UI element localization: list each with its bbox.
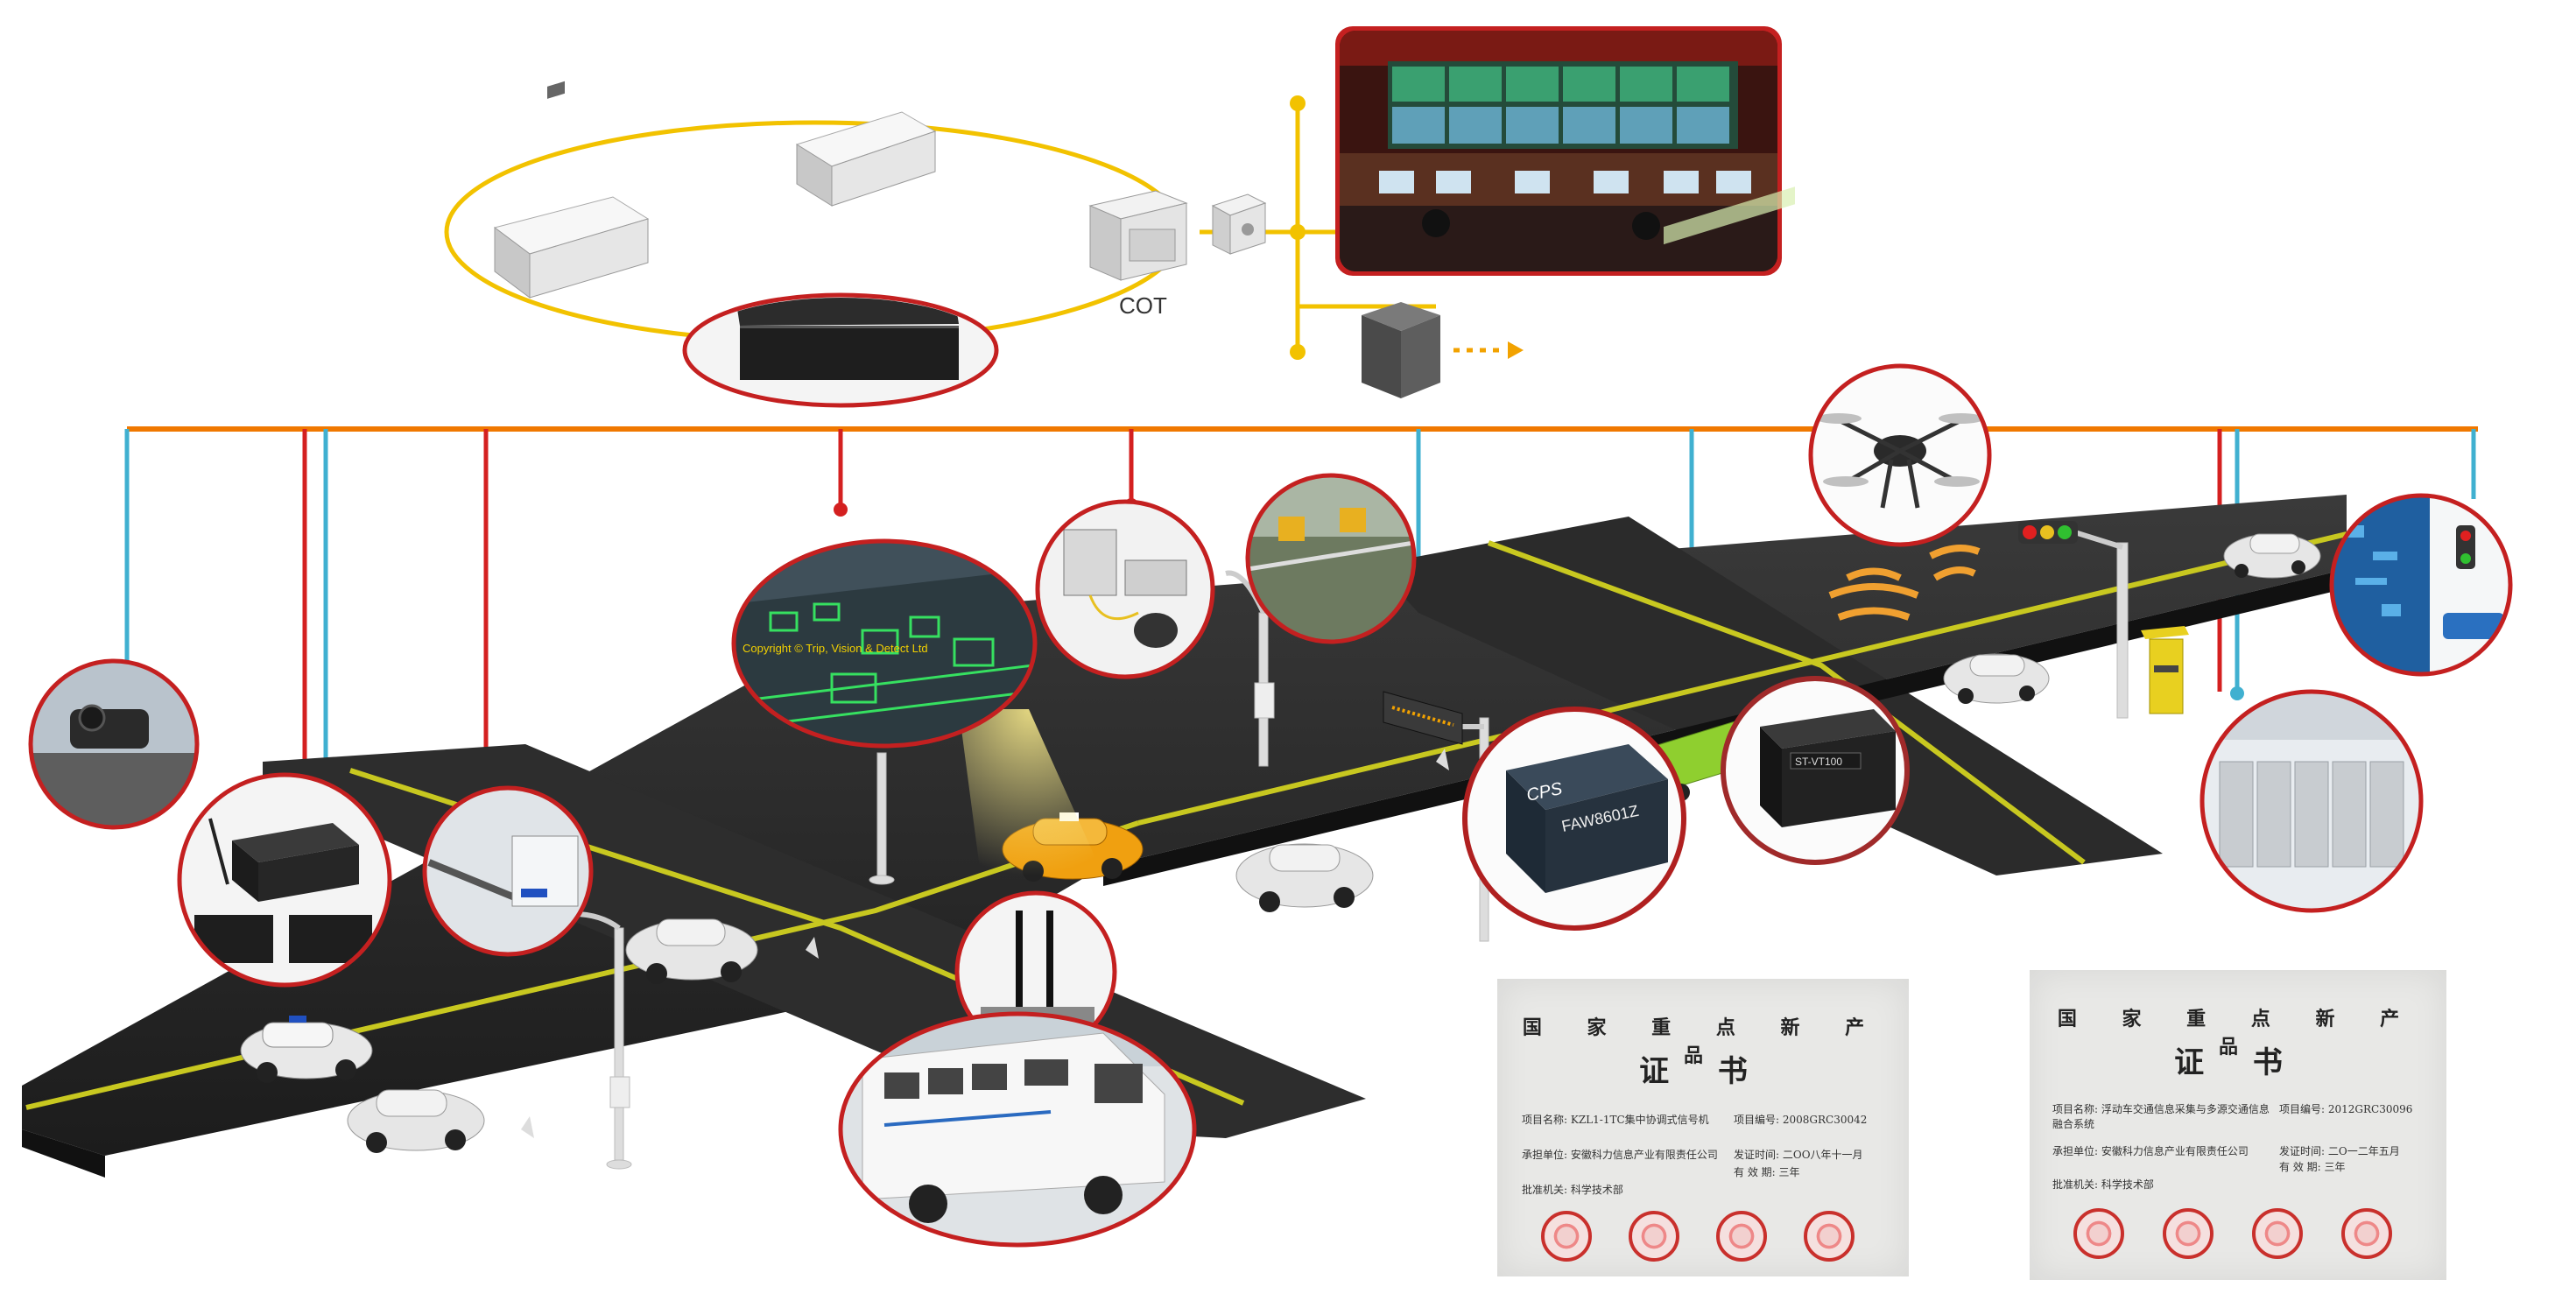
small-server [1211, 193, 1267, 255]
storage-cube [1362, 302, 1440, 398]
white-car [1235, 843, 1374, 912]
switch-left [493, 81, 650, 299]
certificate-2-validity: 有 效 期: 三年 [2279, 1161, 2346, 1173]
st-box-label: ST-VT100 [1795, 756, 1842, 768]
certificate-2-authority: 批准机关: 科学技术部 [2052, 1178, 2154, 1191]
roadside-equipment [560, 521, 2189, 1170]
microwave-beam [1828, 545, 1981, 621]
certificate-1-issue-time: 发证时间: 二OO八年十一月 [1734, 1149, 1863, 1161]
camera-light-cone [959, 709, 1103, 875]
direction-arrow [521, 1116, 534, 1138]
certificate-1-subtitle: 证 书 [1639, 1054, 1767, 1089]
cot-server [1088, 190, 1188, 281]
equipment-room-bubble [2199, 689, 2424, 913]
police-car [240, 1016, 373, 1083]
direction-arrow [806, 937, 819, 959]
certificate-1-project-no: 项目编号: 2008GRC30042 [1734, 1114, 1868, 1126]
seal-stamp [1541, 1211, 1592, 1262]
direction-arrow [1436, 749, 1449, 770]
certificate-2-unit: 承担单位: 安徽科力信息产业有限责任公司 [2052, 1145, 2249, 1157]
emergency-van-bubble [838, 1011, 1197, 1248]
street-lamp [869, 752, 895, 885]
vehicle-camera-bubble [28, 658, 200, 830]
seal-stamp [2341, 1208, 2392, 1259]
red-drop-lines [302, 429, 2222, 792]
control-center-photo [1335, 26, 1782, 276]
seal-stamp [2073, 1208, 2124, 1259]
certificate-2-subtitle: 证 书 [2174, 1045, 2302, 1080]
road-side-edge [22, 1129, 105, 1178]
link-node [1290, 344, 1306, 360]
white-car [625, 918, 758, 984]
traffic-light-pole [2018, 521, 2129, 719]
seal-stamp [2163, 1208, 2214, 1259]
certificate-2: 国 家 重 点 新 产 品 证 书 项目名称: 浮动车交通信息采集与多源交通信息… [2030, 970, 2446, 1280]
cot-label: COT [1119, 292, 1167, 319]
lane-marking [1137, 531, 2347, 826]
video-watermark: Copyright © Trip, Vision & Detect Ltd [743, 642, 928, 655]
drone-bubble [1808, 363, 1992, 547]
certificate-1: 国 家 重 点 新 产 品 证 书 项目名称: KZL1-1TC集中协调式信号机… [1497, 979, 1909, 1276]
certificate-2-project-name: 项目名称: 浮动车交通信息采集与多源交通信息融合系统 [2052, 1103, 2270, 1130]
signal-system-screen-bubble [2329, 493, 2513, 677]
certificate-1-title: 国 家 重 点 新 产 品 [1522, 1016, 1884, 1067]
certificate-1-project-name: 项目名称: KZL1-1TC集中协调式信号机 [1522, 1114, 1709, 1126]
certificate-2-project-no: 项目编号: 2012GRC30096 [2279, 1103, 2413, 1115]
link-node [1290, 95, 1306, 111]
white-car [1943, 653, 2050, 704]
rack-server-bubble [682, 292, 999, 408]
certificate-2-issue-time: 发证时间: 二O一二年五月 [2279, 1145, 2400, 1157]
microwave-sensor-bubble [1245, 473, 1417, 644]
gps-box-bubble: ST-VT100 [1721, 676, 1910, 865]
seal-stamp [1804, 1211, 1855, 1262]
mobile-dvr-bubble [177, 772, 392, 988]
certificate-1-unit: 承担单位: 安徽科力信息产业有限责任公司 [1522, 1149, 1718, 1161]
certificate-2-title: 国 家 重 点 新 产 品 [2057, 1008, 2419, 1058]
vehicle-detector-bubble [1035, 499, 1215, 679]
link-node [1290, 224, 1306, 240]
switch-top [795, 111, 937, 207]
lane-marking [1487, 540, 2086, 865]
core-network: COT [444, 26, 1782, 408]
street-lamp [1225, 570, 1275, 767]
arrow-head [1508, 341, 1524, 359]
certificate-1-validity: 有 效 期: 三年 [1734, 1166, 1800, 1178]
seal-stamp [2252, 1208, 2303, 1259]
video-detection-bubble: Copyright © Trip, Vision & Detect Ltd [731, 538, 1038, 749]
certificate-1-authority: 批准机关: 科学技术部 [1522, 1184, 1623, 1196]
cps-terminal-bubble: CPS FAW8601Z [1462, 707, 1686, 931]
seal-stamp [1716, 1211, 1767, 1262]
seal-stamp [1629, 1211, 1679, 1262]
white-car [347, 1089, 485, 1153]
roadside-post [2141, 626, 2189, 714]
white-car [2223, 533, 2321, 579]
rsu-bubble [422, 785, 594, 957]
